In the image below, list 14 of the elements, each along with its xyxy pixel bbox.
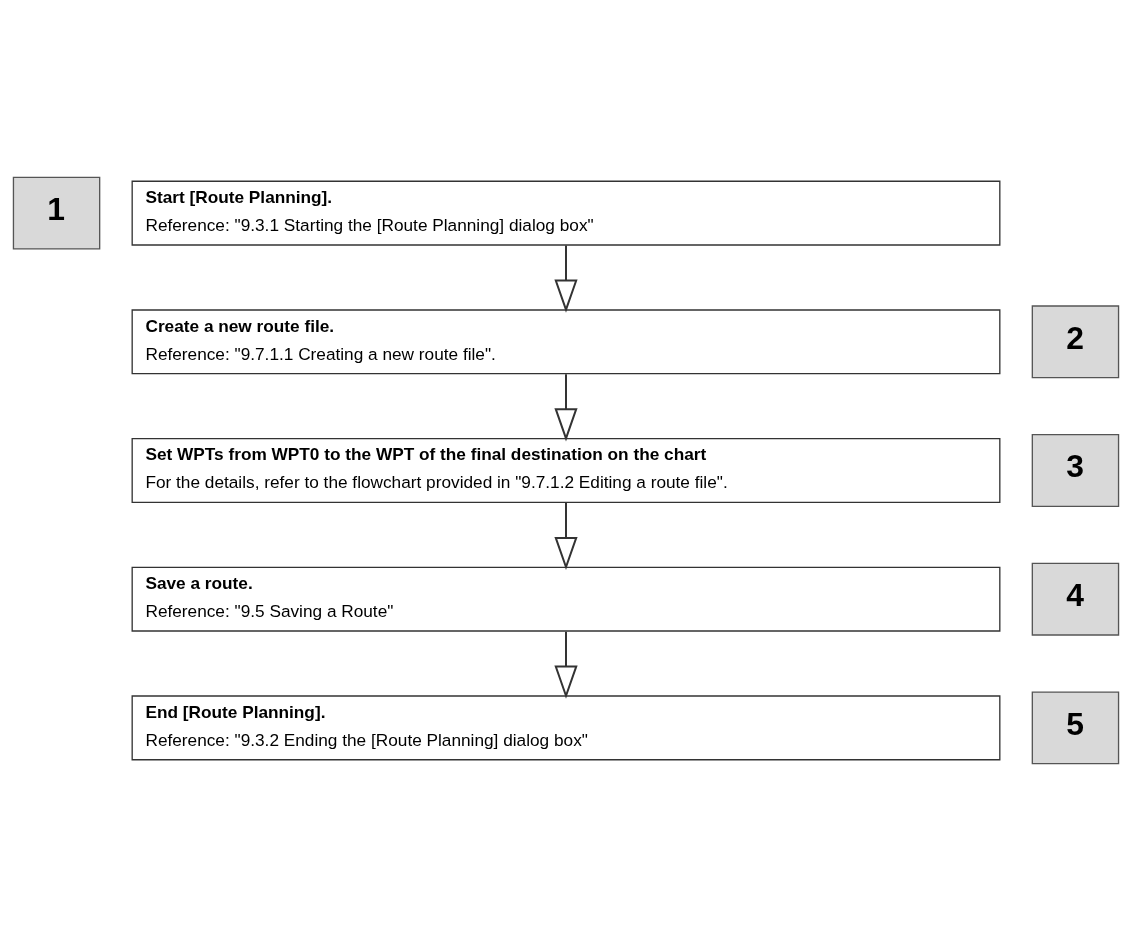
node-box: Set WPTs from WPT0 to the WPT of the final destination on the chart For the details, refer to the flowchart provided in "9.7.1.2 Editing a route file".: [131, 437, 1001, 503]
node-box: End [Route Planning]. Reference: "9.3.2 Ending the [Route Planning] dialog box": [131, 694, 1001, 760]
arrow: [554, 372, 578, 441]
arrow: [554, 501, 578, 570]
node-box: 5: [1031, 690, 1120, 764]
node-box: 2: [1031, 304, 1120, 378]
arrow: [554, 244, 578, 313]
node-box: Save a route. Reference: "9.5 Saving a Route": [131, 566, 1001, 632]
node-box: 4: [1031, 562, 1120, 636]
node-box: Create a new route file. Reference: "9.7.1.1 Creating a new route file".: [131, 308, 1001, 374]
node-box: 3: [1031, 433, 1120, 507]
node-box: Start [Route Planning]. Reference: "9.3.1 Starting the [Route Planning] dialog box": [131, 180, 1001, 246]
arrow: [554, 630, 578, 699]
node-box: 1: [12, 176, 101, 250]
